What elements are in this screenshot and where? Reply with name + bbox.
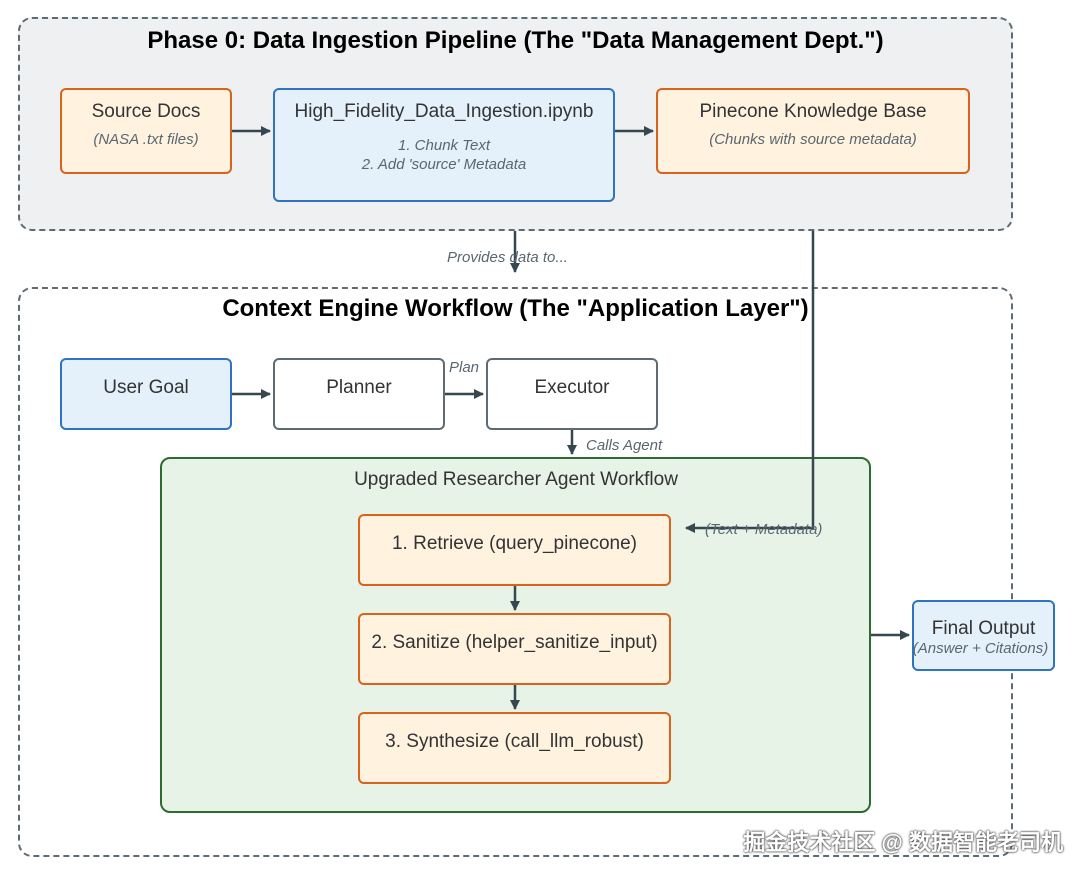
- pinecone-label: Pinecone Knowledge Base: [699, 101, 927, 122]
- source-docs-sub: (NASA .txt files): [93, 131, 199, 148]
- pinecone-sub: (Chunks with source metadata): [709, 131, 917, 148]
- user-goal-node[interactable]: User Goal: [60, 358, 232, 430]
- arrow-pinecone-to-retrieve: [685, 231, 815, 533]
- planner-node[interactable]: Planner: [273, 358, 445, 430]
- synthesize-step-label: 3. Synthesize (call_llm_robust): [385, 731, 644, 752]
- planner-label: Planner: [326, 377, 392, 398]
- user-goal-label: User Goal: [103, 377, 189, 398]
- label-text-metadata: (Text + Metadata): [705, 521, 823, 538]
- source-docs-label: Source Docs: [91, 101, 201, 122]
- watermark: 掘金技术社区 @ 数据智能老司机: [743, 830, 1063, 855]
- sanitize-step-node[interactable]: 2. Sanitize (helper_sanitize_input): [358, 613, 671, 685]
- synthesize-step-node[interactable]: 3. Synthesize (call_llm_robust): [358, 712, 671, 784]
- ingestion-notebook-node[interactable]: High_Fidelity_Data_Ingestion.ipynb 1. Ch…: [273, 88, 615, 202]
- final-output-label: Final Output: [931, 618, 1036, 639]
- executor-label: Executor: [534, 377, 610, 398]
- researcher-agent-title: Upgraded Researcher Agent Workflow: [354, 469, 678, 490]
- ingestion-step-metadata: 2. Add 'source' Metadata: [361, 156, 527, 173]
- retrieve-step-node[interactable]: 1. Retrieve (query_pinecone): [358, 514, 671, 586]
- source-docs-node[interactable]: Source Docs (NASA .txt files): [60, 88, 232, 174]
- pinecone-node[interactable]: Pinecone Knowledge Base (Chunks with sou…: [656, 88, 970, 174]
- label-plan: Plan: [449, 359, 480, 376]
- final-output-node[interactable]: Final Output (Answer + Citations): [912, 600, 1055, 671]
- executor-node[interactable]: Executor: [486, 358, 658, 430]
- ingestion-step-chunk: 1. Chunk Text: [398, 137, 490, 154]
- label-provides-data: Provides data to...: [447, 249, 568, 266]
- label-calls-agent: Calls Agent: [586, 437, 663, 454]
- sanitize-step-label: 2. Sanitize (helper_sanitize_input): [371, 632, 658, 653]
- retrieve-step-label: 1. Retrieve (query_pinecone): [391, 533, 638, 554]
- final-output-sub: (Answer + Citations): [912, 640, 1049, 657]
- ingestion-notebook-label: High_Fidelity_Data_Ingestion.ipynb: [294, 101, 594, 122]
- context-engine-title: Context Engine Workflow (The "Applicatio…: [222, 295, 809, 322]
- phase0-title: Phase 0: Data Ingestion Pipeline (The "D…: [147, 27, 884, 54]
